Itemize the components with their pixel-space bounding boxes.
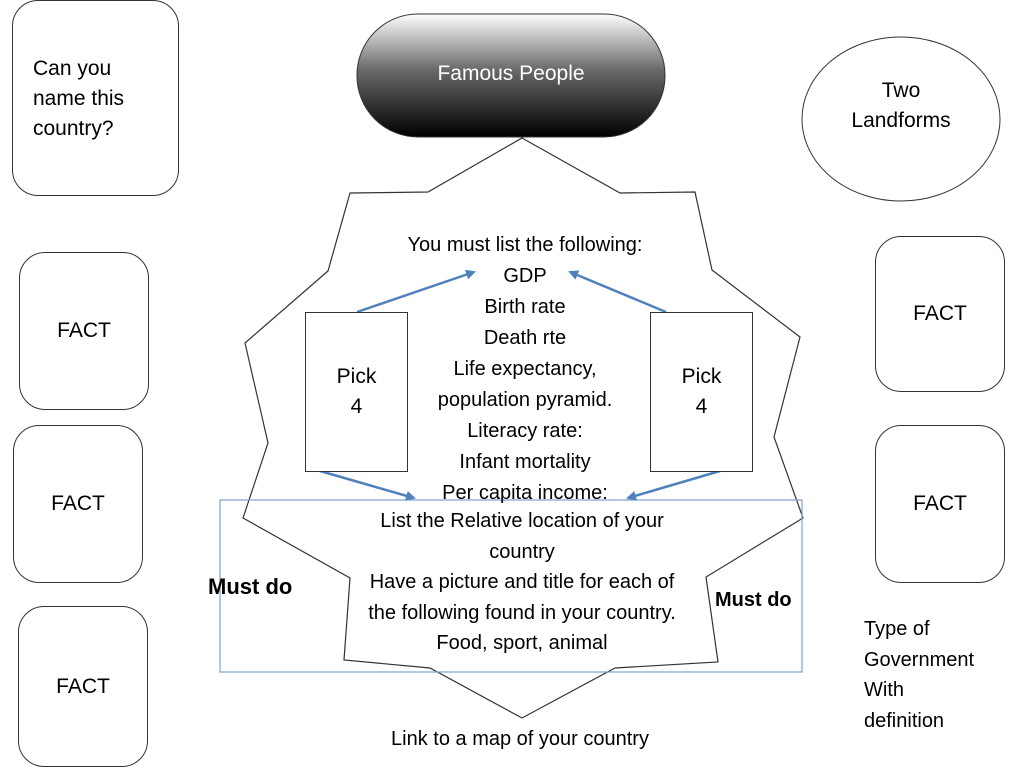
pick-4-box-left: Pick 4 <box>305 312 408 472</box>
fact-box-left-3: FACT <box>18 606 148 767</box>
list-item: population pyramid. <box>437 389 613 411</box>
fact-box-left-2: FACT <box>13 425 143 583</box>
list-item: Death rte <box>483 327 567 349</box>
fact-label: FACT <box>57 319 111 342</box>
pick-4-box-right: Pick 4 <box>650 312 753 472</box>
fact-label: FACT <box>56 674 110 698</box>
name-country-box: Can you name this country? <box>12 0 179 196</box>
fact-label: FACT <box>913 302 967 325</box>
arrow-left-to-per-capita <box>319 469 416 501</box>
list-item: country <box>489 540 555 563</box>
fact-box-left-1: FACT <box>19 252 149 410</box>
fact-box-right-2: FACT <box>875 425 1005 583</box>
list-item: Per capita income: <box>442 482 608 504</box>
list-item: List the Relative location of your <box>380 510 664 532</box>
arrow-right-to-gdp <box>568 270 667 314</box>
list-item: the following found in your country. <box>368 601 676 624</box>
list-heading: You must list the following: <box>407 234 643 256</box>
list-item: Infant mortality <box>459 451 591 473</box>
must-do-box <box>219 499 803 673</box>
list-item: Life expectancy, <box>453 358 597 380</box>
famous-people-label: Famous People <box>437 62 585 85</box>
must-do-label-right: Must do <box>715 589 792 611</box>
arrow-left-to-gdp <box>356 269 476 314</box>
two-landforms-circle <box>801 36 1001 202</box>
must-do-list: List the Relative location of your count… <box>322 506 722 659</box>
list-item: Birth rate <box>484 296 566 318</box>
must-do-label-left: Must do <box>208 574 293 599</box>
government-note: Type of Government With definition <box>864 618 975 732</box>
star-outline <box>242 137 804 719</box>
arrow-right-to-per-capita <box>626 469 721 501</box>
list-item: Literacy rate: <box>467 420 583 442</box>
fact-label: FACT <box>913 492 967 515</box>
list-item: Food, sport, animal <box>436 632 608 654</box>
famous-people-pill <box>356 13 666 138</box>
two-landforms-label: Two Landforms <box>851 79 951 132</box>
required-list: You must list the following: GDP Birth r… <box>405 230 645 509</box>
list-item: GDP <box>503 265 547 287</box>
fact-box-right-1: FACT <box>875 236 1005 392</box>
map-link-text: Link to a map of your country <box>391 728 649 750</box>
list-item: Have a picture and title for each of <box>369 571 675 593</box>
fact-label: FACT <box>51 492 105 515</box>
